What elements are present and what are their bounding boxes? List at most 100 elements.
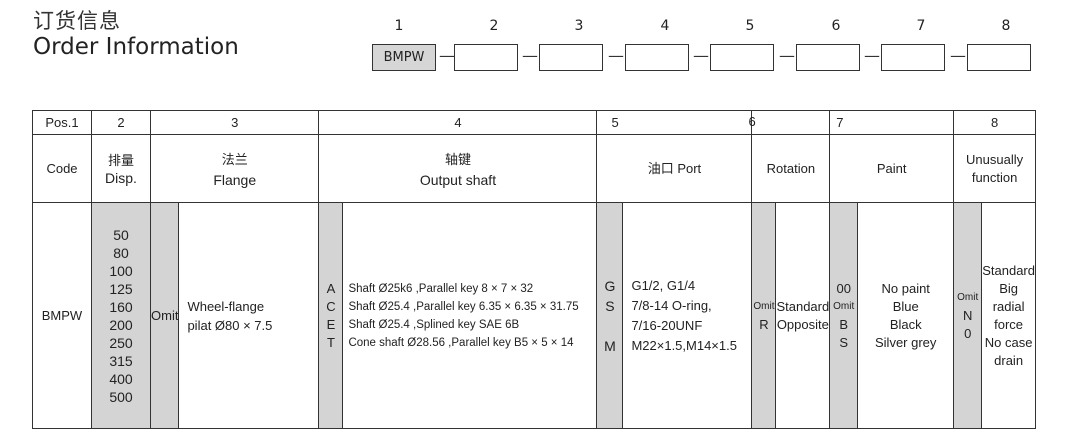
port-descs: G1/2, G1/4 7/8-14 O-ring, 7/16-20UNF M22… (622, 202, 753, 429)
dash-separator: — (608, 46, 624, 65)
position-number: 5 (745, 18, 755, 34)
dash-separator: — (864, 46, 880, 65)
flange-label-cn: 法兰 (221, 151, 248, 167)
flange-desc-line: pilat Ø80 × 7.5 (187, 317, 273, 333)
unusual-label-line1: Unusually (966, 151, 1024, 167)
code-box-5[interactable] (710, 44, 774, 71)
order-code-bar: 1 2 3 4 5 6 7 8 BMPW — — — — — — — (372, 0, 1032, 80)
dash-separator: — (779, 46, 795, 65)
pos-cell: 3 (149, 110, 320, 135)
code-box-7[interactable] (881, 44, 945, 71)
code-value: BMPW (32, 202, 92, 429)
flange-label-en: Flange (213, 171, 257, 188)
paint-desc: Blue (892, 298, 919, 314)
disp-value: 200 (109, 316, 133, 333)
pos-cell: 6 (748, 110, 831, 135)
code-box-4[interactable] (625, 44, 689, 71)
disp-label-en: Disp. (105, 170, 137, 186)
disp-value: 400 (109, 370, 133, 387)
rotation-desc: Standard (776, 298, 830, 314)
title-english: Order Information (33, 34, 239, 60)
unusual-codes: Omit N 0 (953, 202, 983, 429)
code-box-3[interactable] (539, 44, 603, 71)
paint-desc: No paint (881, 280, 930, 296)
port-desc: M22×1.5,M14×1.5 (631, 337, 737, 353)
shaft-label: 轴键 Output shaft (318, 134, 598, 203)
disp-value: 250 (109, 334, 133, 351)
pos-cell: Pos.1 (32, 110, 92, 135)
pos-cell: 8 (953, 110, 1036, 135)
label-row: Code 排量 Disp. 法兰 Flange 轴键 Output shaft … (32, 134, 1036, 203)
shaft-codes: A C E T (318, 202, 344, 429)
disp-value: 160 (109, 298, 133, 315)
position-number: 3 (574, 18, 584, 34)
disp-value: 125 (109, 280, 133, 297)
shaft-label-cn: 轴键 (444, 151, 471, 167)
paint-descs: No paint Blue Black Silver grey (857, 202, 955, 429)
flange-label: 法兰 Flange (149, 134, 320, 203)
flange-code: Omit (149, 202, 180, 429)
rotation-desc: Opposite (776, 316, 829, 332)
port-desc: G1/2, G1/4 (631, 277, 696, 293)
disp-value: 500 (109, 388, 133, 405)
position-number: 7 (916, 18, 926, 34)
shaft-code: C (326, 298, 336, 314)
unusual-code: Omit (957, 291, 979, 303)
disp-value: 80 (113, 244, 129, 261)
shaft-code: A (326, 280, 336, 296)
port-label: 油口 Port (596, 134, 753, 203)
unusual-label-line2: function (971, 169, 1018, 185)
paint-code: Omit (833, 300, 855, 312)
disp-value: 100 (109, 262, 133, 279)
paint-desc: Black (889, 316, 922, 332)
order-info-table: Pos.1 2 3 4 5 6 7 8 Code 排量 Disp. 法兰 Fla… (32, 110, 1036, 429)
position-number: 2 (489, 18, 499, 34)
shaft-label-en: Output shaft (419, 171, 497, 188)
pos-cell: 5 (596, 110, 753, 135)
rotation-codes: Omit R (751, 202, 777, 429)
disp-label-cn: 排量 (107, 153, 134, 168)
unusual-descs: Standard Big radial force No case drain (981, 202, 1036, 429)
pos-number: 7 (836, 115, 844, 130)
shaft-desc: Shaft Ø25.4 ,Splined key SAE 6B (348, 318, 520, 331)
dash-separator: — (522, 46, 538, 65)
position-number: 1 (394, 18, 404, 34)
paint-code: S (839, 334, 849, 350)
pos-number: 6 (748, 114, 756, 129)
code-label: Code (32, 134, 92, 203)
code-box-bmpw: BMPW (372, 44, 436, 71)
shaft-desc: Shaft Ø25k6 ,Parallel key 8 × 7 × 32 (348, 282, 534, 295)
unusual-desc: No case drain (984, 334, 1033, 368)
unusual-desc: Standard (982, 262, 1035, 278)
port-code: M (604, 337, 616, 354)
code-box-6[interactable] (796, 44, 860, 71)
code-box-8[interactable] (967, 44, 1031, 71)
dash-separator: — (439, 46, 455, 65)
unusual-label: Unusually function (953, 134, 1036, 203)
position-number: 6 (831, 18, 841, 34)
position-row: Pos.1 2 3 4 5 6 7 8 (32, 110, 1036, 135)
dash-separator: — (950, 46, 966, 65)
rotation-code: R (759, 316, 769, 332)
rotation-code: Omit (753, 300, 775, 312)
disp-value: 315 (109, 352, 133, 369)
code-box-2[interactable] (454, 44, 518, 71)
shaft-code: T (326, 334, 335, 350)
disp-label: 排量 Disp. (91, 134, 151, 203)
pos-cell: 7 (829, 110, 955, 135)
data-row: BMPW 50 80 100 125 160 200 250 315 400 5… (32, 202, 1036, 429)
paint-codes: 00 Omit B S (829, 202, 859, 429)
shaft-desc: Cone shaft Ø28.56 ,Parallel key B5 × 5 ×… (348, 336, 574, 349)
pos-cell: 4 (318, 110, 598, 135)
paint-code: B (839, 316, 849, 332)
rotation-descs: Standard Opposite (775, 202, 831, 429)
port-desc: 7/8-14 O-ring, (631, 297, 712, 313)
position-number: 8 (1001, 18, 1011, 34)
displacement-list: 50 80 100 125 160 200 250 315 400 500 (91, 202, 151, 429)
port-code: S (605, 297, 615, 314)
rotation-label: Rotation (751, 134, 831, 203)
shaft-code: E (326, 316, 336, 332)
pos-cell: 2 (91, 110, 151, 135)
unusual-code: N (963, 307, 973, 323)
unusual-code: 0 (964, 325, 972, 341)
